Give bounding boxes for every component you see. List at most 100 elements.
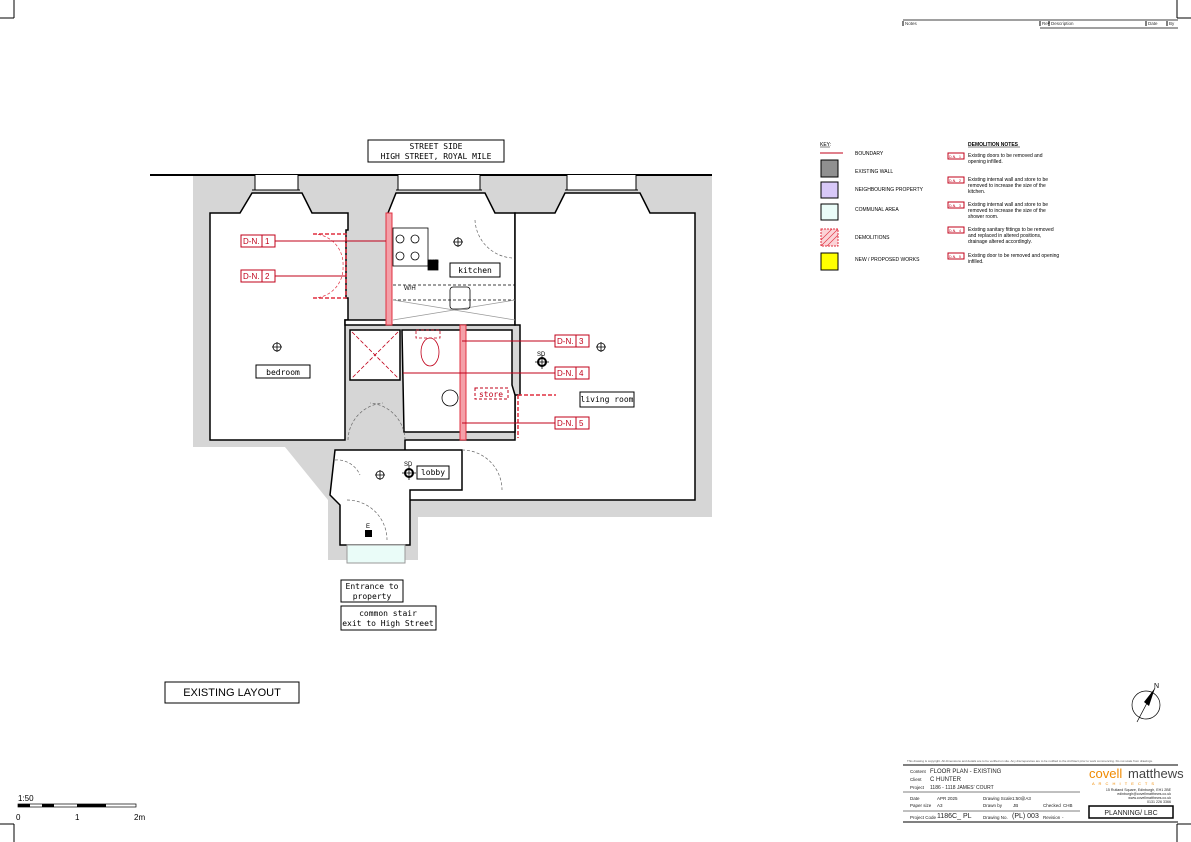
note-text: Existing doors to be removed and — [968, 153, 1043, 159]
street-side-label: STREET SIDE HIGH STREET, ROYAL MILE — [367, 139, 505, 163]
tag-dn-2: D-N.2 — [240, 269, 276, 283]
hob-ring-icon — [395, 234, 405, 244]
svg-text:15 Rutland Square, Edinburgh,: 15 Rutland Square, Edinburgh, EH1 2BE — [1106, 788, 1172, 792]
tag-dn-1: D-N. 1 — [240, 234, 276, 248]
svg-text:common stair: common stair — [359, 609, 417, 618]
svg-text:JB: JB — [1013, 803, 1018, 808]
svg-text:D-N.: D-N. — [557, 337, 573, 346]
svg-text:STREET SIDE: STREET SIDE — [410, 142, 463, 151]
room-label-kitchen: kitchen — [458, 266, 492, 275]
note-text: drainage altered accordingly. — [968, 239, 1032, 245]
title-block: This drawing is copyright. All dimension… — [903, 759, 1184, 823]
drawing-number: (PL) 003 — [1012, 813, 1039, 820]
svg-text:CHB: CHB — [1063, 803, 1073, 808]
svg-text:Drawn by: Drawn by — [983, 803, 1003, 808]
svg-text:Checked: Checked — [1043, 803, 1061, 808]
client-value: C HUNTER — [930, 777, 962, 783]
demolition-note: D-N.3 Existing internal wall and store to… — [947, 201, 1048, 220]
sink-icon — [449, 286, 471, 310]
north-arrow-icon: N — [1131, 683, 1161, 723]
note-text: kitchen. — [968, 189, 985, 195]
revision-header: Notes Rev Description Date By — [902, 19, 1178, 29]
demolition-tags: D-N. 1 D-N.2 D-N. 3 D-N. 4 D-N.5 — [240, 234, 590, 430]
note-tag: D-N. — [949, 155, 956, 159]
communal-stair-area — [346, 544, 406, 564]
note-text: opening infilled. — [968, 159, 1003, 165]
note-text: Existing internal wall and store to be — [968, 177, 1048, 183]
key-demolitions: DEMOLITIONS — [855, 235, 890, 241]
svg-text:HIGH STREET, ROYAL MILE: HIGH STREET, ROYAL MILE — [381, 152, 492, 161]
layout-title: EXISTING LAYOUT — [164, 681, 300, 704]
note-tag: D-N. — [949, 229, 956, 233]
sanitary-fittings — [351, 329, 459, 407]
note-number: 3 — [959, 204, 961, 208]
heat-detector-label: HD — [430, 260, 439, 266]
svg-text:D-N.: D-N. — [243, 272, 259, 281]
tag-dn-5: D-N.5 — [554, 416, 590, 430]
note-text: shower room. — [968, 214, 998, 220]
emergency-light-label: E — [366, 524, 370, 530]
svg-text:3: 3 — [579, 337, 584, 346]
room-labels: kitchen bedroom living room store lobby — [255, 262, 635, 480]
svg-text:1:50: 1:50 — [18, 794, 34, 803]
note-text: removed to increase the size of the — [968, 208, 1046, 214]
svg-text:Drawing No.: Drawing No. — [983, 815, 1008, 820]
svg-text:matthews: matthews — [1128, 766, 1184, 781]
tag-dn-4: D-N. 4 — [554, 366, 590, 380]
room-label-store: store — [479, 390, 503, 399]
note-text: Existing sanitary fittings to be removed — [968, 227, 1054, 233]
note-tag: D-N. — [949, 179, 956, 183]
svg-text:covell: covell — [1089, 766, 1122, 781]
svg-text:D-N.: D-N. — [557, 369, 573, 378]
tag-dn-3: D-N. 3 — [554, 334, 590, 348]
scale-bar: 1:50 0 1 2m — [16, 794, 145, 822]
smoke-detector-label: SD — [404, 462, 413, 468]
svg-text:www.covellmatthews.co.uk: www.covellmatthews.co.uk — [1128, 796, 1171, 800]
key-boundary: BOUNDARY — [855, 151, 884, 157]
svg-text:N: N — [1154, 683, 1159, 690]
svg-text:edinburgh@covellmatthews.co.uk: edinburgh@covellmatthews.co.uk — [1117, 792, 1171, 796]
note-tag: D-N. — [949, 204, 956, 208]
svg-text:D-N.: D-N. — [243, 237, 259, 246]
svg-text:0: 0 — [16, 813, 21, 822]
svg-text:Content: Content — [910, 769, 927, 774]
svg-text:Project Code: Project Code — [910, 815, 937, 820]
note-text: infilled. — [968, 259, 984, 265]
floor-plan: D-N. 1 D-N.2 D-N. 3 D-N. 4 D-N.5 kitchen be… — [150, 174, 712, 631]
project-code: 1186C_ PL — [937, 813, 972, 820]
svg-text:Entrance to: Entrance to — [346, 582, 399, 591]
svg-text:property: property — [353, 592, 392, 601]
svg-text:4: 4 — [579, 369, 584, 378]
note-text: removed to increase the size of the — [968, 183, 1046, 189]
emergency-light-icon — [365, 530, 372, 537]
svg-text:exit to High Street: exit to High Street — [342, 619, 434, 628]
room-label-lobby: lobby — [421, 468, 445, 477]
svg-text:APR 2025: APR 2025 — [937, 796, 958, 801]
svg-text:1: 1 — [265, 237, 270, 246]
water-heater-label: W/H — [404, 286, 416, 292]
svg-text:A3: A3 — [937, 803, 943, 808]
date-header: Date — [1148, 21, 1158, 26]
status-badge: PLANNING/ LBC — [1104, 810, 1157, 817]
svg-text:KEY:: KEY: — [820, 142, 831, 148]
tag-leaders — [275, 240, 555, 424]
note-text: Existing internal wall and store to be — [968, 202, 1048, 208]
svg-text:1:50@A3: 1:50@A3 — [1012, 796, 1031, 801]
key-neighbouring-property: NEIGHBOURING PROPERTY — [855, 187, 924, 193]
svg-text:0131 226 3366: 0131 226 3366 — [1147, 800, 1171, 804]
key-communal-area: COMMUNAL AREA — [855, 207, 899, 213]
svg-text:-: - — [1062, 815, 1064, 820]
svg-text:Drawing Scale: Drawing Scale — [983, 796, 1013, 801]
company-address: 15 Rutland Square, Edinburgh, EH1 2BE ed… — [1106, 788, 1172, 804]
svg-text:1: 1 — [75, 813, 80, 822]
note-text: and replaced in altered positions, — [968, 233, 1041, 239]
note-tag: D-N. — [949, 255, 956, 259]
bedroom-area — [209, 192, 349, 441]
svg-text:Revision: Revision — [1043, 815, 1061, 820]
content-value: FLOOR PLAN - EXISTING — [930, 769, 1002, 775]
